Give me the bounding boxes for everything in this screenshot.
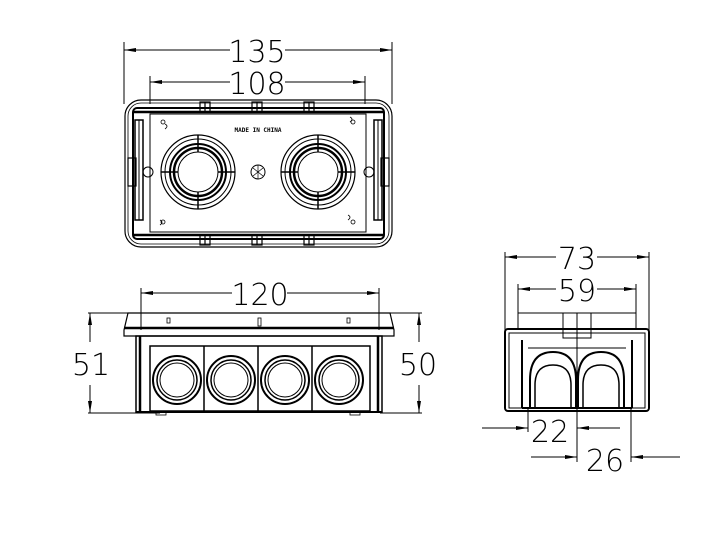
front-view — [88, 288, 422, 416]
dimension-73 — [504, 252, 650, 330]
dimension-135 — [123, 42, 393, 104]
side-knockout-1 — [529, 350, 577, 408]
top-knockout-right — [280, 134, 356, 210]
front-knockout-4 — [314, 355, 364, 405]
dim-label-51: 51 — [72, 348, 110, 383]
front-knockout-1 — [152, 355, 202, 405]
dimension-120 — [140, 288, 380, 330]
dimension-108 — [149, 76, 366, 104]
dim-label-26: 26 — [586, 444, 624, 479]
dim-label-108: 108 — [228, 67, 285, 102]
top-view — [123, 42, 393, 248]
dim-label-120: 120 — [231, 278, 288, 313]
dim-label-135: 135 — [228, 35, 285, 70]
top-box-outline — [124, 99, 393, 248]
center-earth-screw — [250, 164, 266, 180]
made-in-label: MADE IN CHINA — [235, 127, 282, 134]
dimension-50 — [380, 312, 422, 414]
dim-label-22: 22 — [531, 415, 569, 450]
dimension-59 — [517, 284, 637, 315]
side-knockout-2 — [577, 350, 625, 408]
front-knockout-3 — [260, 355, 310, 405]
top-knockout-left — [160, 134, 236, 210]
dim-label-73: 73 — [558, 242, 596, 277]
dim-label-50: 50 — [399, 348, 437, 383]
front-box-outline — [123, 312, 395, 416]
side-view — [482, 252, 680, 462]
dimension-22 — [482, 408, 620, 462]
dimension-26 — [531, 408, 680, 462]
front-knockout-2 — [206, 355, 256, 405]
dim-label-59: 59 — [558, 274, 596, 309]
